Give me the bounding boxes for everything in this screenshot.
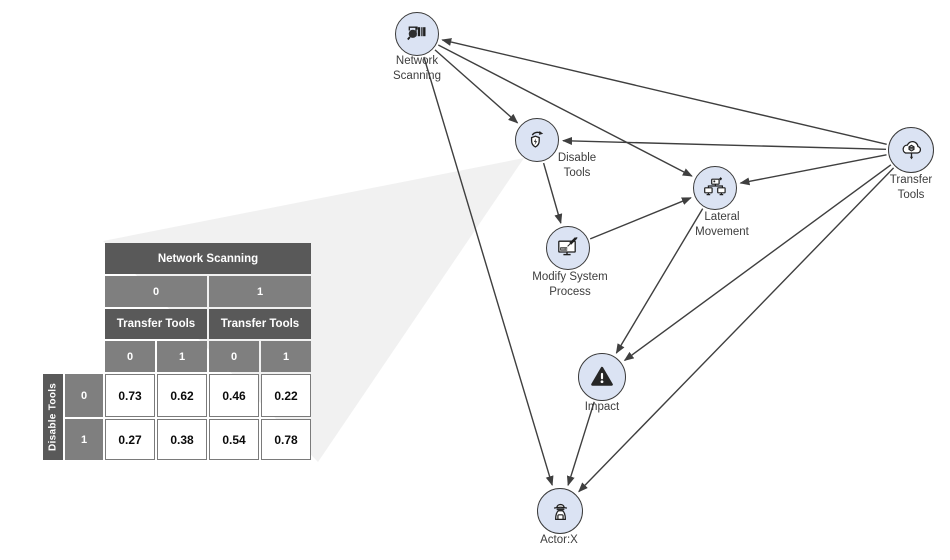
node-label-impact: Impact bbox=[584, 401, 620, 413]
node-label-transfer-tools: Transfer Tools bbox=[889, 174, 933, 201]
cpt-substate-header: 1 bbox=[261, 341, 311, 372]
cpt-value: 0.38 bbox=[157, 419, 207, 460]
node-transfer-tools bbox=[888, 127, 934, 173]
transfer-tools-icon bbox=[897, 136, 926, 159]
cpt-table-disable-tools: Network Scanning 0 1 Transfer Tools Tran… bbox=[43, 243, 311, 460]
lateral-movement-icon bbox=[701, 174, 729, 202]
disable-tools-icon bbox=[523, 131, 544, 154]
cpt-parent-state-1: 1 bbox=[209, 276, 311, 307]
cpt-row-group-label: Disable Tools bbox=[43, 374, 63, 460]
node-lateral-movement bbox=[693, 166, 737, 210]
cpt-substate-header: 0 bbox=[209, 341, 259, 372]
cpt-value: 0.62 bbox=[157, 374, 207, 417]
node-network-scanning bbox=[395, 12, 439, 56]
cpt-parent-state-0: 0 bbox=[105, 276, 207, 307]
edge-transfer-tools-to-impact bbox=[623, 164, 892, 361]
cpt-value: 0.54 bbox=[209, 419, 259, 460]
cpt-value: 0.22 bbox=[261, 374, 311, 417]
edge-lateral-movement-to-impact bbox=[615, 208, 704, 354]
cpt-substate-header: 1 bbox=[157, 341, 207, 372]
cpt-callout-cone bbox=[103, 158, 524, 462]
edge-transfer-tools-to-lateral-movement bbox=[739, 154, 887, 186]
cpt-value: 0.27 bbox=[105, 419, 155, 460]
impact-warning-icon bbox=[587, 362, 617, 392]
node-label-lateral-movement: Lateral Movement bbox=[695, 211, 749, 238]
edge-transfer-tools-to-network-scanning bbox=[441, 38, 887, 145]
cpt-value: 0.73 bbox=[105, 374, 155, 417]
node-label-actor-x: Actor:X bbox=[540, 534, 578, 546]
cpt-row-label-0: 0 bbox=[65, 374, 103, 417]
node-label-disable-tools: Disable Tools bbox=[557, 152, 597, 179]
edge-network-scanning-to-lateral-movement bbox=[437, 44, 693, 177]
node-label-network-scanning: Network Scanning bbox=[393, 55, 441, 82]
edge-transfer-tools-to-actor-x bbox=[578, 167, 895, 493]
modify-system-process-icon: 00011 bbox=[554, 234, 582, 262]
cpt-subparent-header-1: Transfer Tools bbox=[209, 309, 311, 339]
cpt-substate-header: 0 bbox=[105, 341, 155, 372]
cpt-value: 0.46 bbox=[209, 374, 259, 417]
cpt-value: 0.78 bbox=[261, 419, 311, 460]
edge-disable-tools-to-modify-system-process bbox=[542, 162, 563, 224]
edge-impact-to-actor-x bbox=[566, 401, 595, 487]
node-disable-tools bbox=[515, 118, 559, 162]
cpt-parent-header: Network Scanning bbox=[105, 243, 311, 274]
node-impact bbox=[578, 353, 626, 401]
actor-spy-icon bbox=[546, 497, 575, 526]
edge-network-scanning-to-actor-x bbox=[423, 56, 554, 487]
edge-transfer-tools-to-disable-tools bbox=[562, 136, 887, 150]
node-actor-x bbox=[537, 488, 583, 534]
node-modify-system-process: 00011 bbox=[546, 226, 590, 270]
node-label-modify-system-process: Modify System Process bbox=[532, 271, 608, 298]
network-scanning-icon bbox=[403, 20, 431, 48]
edge-network-scanning-to-disable-tools bbox=[434, 49, 519, 124]
svg-text:00011: 00011 bbox=[561, 247, 569, 251]
cpt-row-label-1: 1 bbox=[65, 419, 103, 460]
edge-modify-system-process-to-lateral-movement bbox=[589, 197, 692, 240]
cpt-subparent-header-0: Transfer Tools bbox=[105, 309, 207, 339]
